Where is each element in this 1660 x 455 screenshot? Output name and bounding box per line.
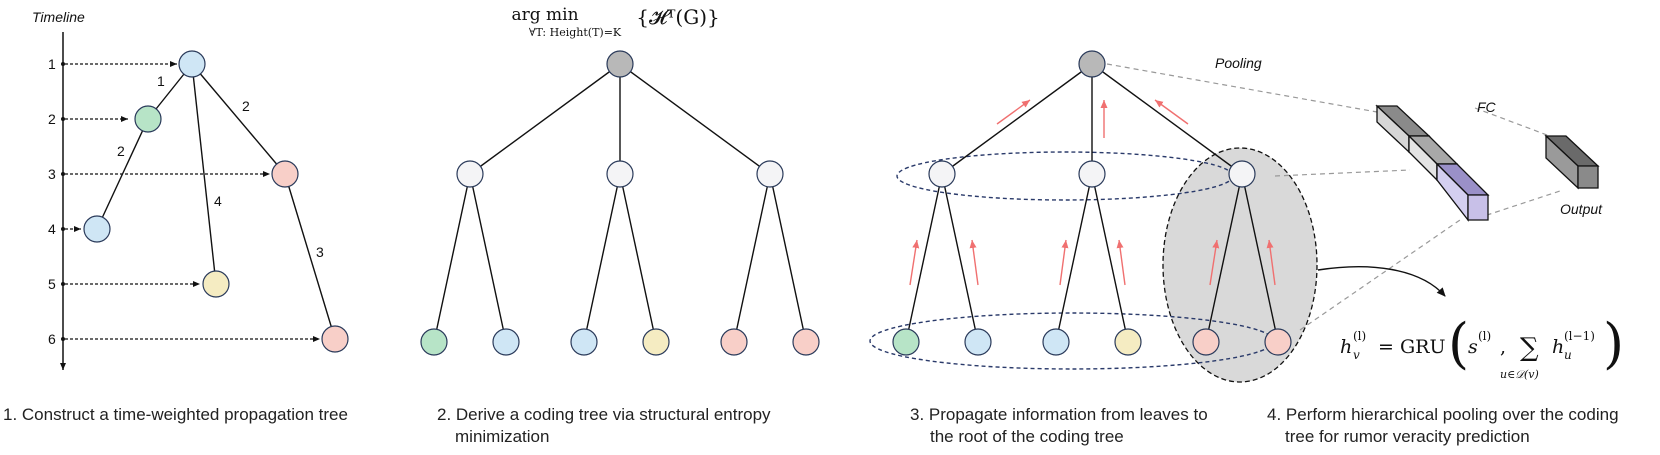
node-mid-3b <box>1078 160 1106 188</box>
node-mid-3c <box>1228 160 1256 188</box>
leaf-3-3 <box>1042 328 1070 356</box>
edge-weight-a: 1 <box>157 73 165 89</box>
node-mid-3a <box>928 160 956 188</box>
tick-label-4: 4 <box>48 221 56 237</box>
gru-h: h <box>1552 336 1564 358</box>
tick-label-1: 1 <box>48 56 56 72</box>
caption-step-2-line1: 2. Derive a coding tree via structural e… <box>437 405 771 424</box>
gru-sum-sub: u∈𝒟(v) <box>1500 368 1539 381</box>
leaf-3-5 <box>1192 328 1220 356</box>
node-mid-c <box>756 160 784 188</box>
tree3-nodes <box>892 50 1292 356</box>
propagation-arrows <box>909 99 1276 286</box>
node-t4 <box>83 215 111 243</box>
gru-s: s <box>1468 336 1478 358</box>
edge-weight-b: 2 <box>242 98 250 114</box>
tree1-nodes <box>83 50 349 353</box>
gru-eq: = GRU <box>1378 336 1445 358</box>
caption-step-4-line2: tree for rumor veracity prediction <box>1285 427 1530 446</box>
gru-comma: , <box>1500 336 1506 358</box>
gru-h-sup: (l−1) <box>1564 329 1595 343</box>
edge-weight-c: 2 <box>117 143 125 159</box>
gru-lhs-sub: v <box>1353 348 1360 362</box>
argmin-constraint: ∀T: Height(T)=K <box>529 26 622 39</box>
panel-propagation-tree: Timeline 1 2 3 4 5 6 <box>32 9 349 370</box>
tree3-edges <box>905 63 1279 343</box>
node-t6 <box>321 325 349 353</box>
tree2-nodes <box>420 50 820 356</box>
caption-step-3-line2: the root of the coding tree <box>930 427 1124 446</box>
captions: 1. Construct a time-weighted propagation… <box>3 405 1619 446</box>
gru-paren-right: ) <box>1603 312 1624 375</box>
node-mid-a <box>456 160 484 188</box>
tick-label-3: 3 <box>48 166 56 182</box>
gru-arrow <box>1317 266 1446 297</box>
edge-weight-d: 4 <box>214 193 222 209</box>
timeline-title: Timeline <box>32 9 85 25</box>
time-arrows <box>65 61 320 342</box>
tick-label-6: 6 <box>48 331 56 347</box>
leaf-5 <box>720 328 748 356</box>
caption-step-3-line1: 3. Propagate information from leaves to <box>910 405 1208 424</box>
leaf-3-1 <box>892 328 920 356</box>
leaf-3 <box>570 328 598 356</box>
leaf-3-4 <box>1114 328 1142 356</box>
argmin-objective: {𝓗ᵀ(G)} <box>636 5 719 29</box>
leaf-1 <box>420 328 448 356</box>
gru-formula: h (l) v = GRU ( s (l) , ∑ u∈𝒟(v) h (l−1)… <box>1340 312 1624 381</box>
leaf-6 <box>792 328 820 356</box>
caption-step-2-line2: minimization <box>455 427 549 446</box>
gru-lhs: h <box>1340 336 1352 358</box>
subtree-highlight <box>1162 147 1318 383</box>
node-t3 <box>271 160 299 188</box>
output-label: Output <box>1560 201 1603 217</box>
gru-lhs-sup: (l) <box>1353 329 1366 343</box>
pooling-label: Pooling <box>1215 55 1262 71</box>
tree2-edges <box>433 63 807 343</box>
gru-s-sup: (l) <box>1478 329 1491 343</box>
node-root-3 <box>1078 50 1106 78</box>
output-vector <box>1544 134 1600 190</box>
pooling-projection-lines <box>1106 63 1564 331</box>
leaf-2 <box>492 328 520 356</box>
timeline-ticks: 1 2 3 4 5 6 <box>48 56 65 347</box>
gru-paren-left: ( <box>1448 312 1469 375</box>
argmin-text: arg min <box>511 5 578 25</box>
tick-label-5: 5 <box>48 276 56 292</box>
node-t5 <box>202 270 230 298</box>
node-root <box>606 50 634 78</box>
gru-h-sub: u <box>1564 348 1572 362</box>
panel-coding-tree: arg min ∀T: Height(T)=K {𝓗ᵀ(G)} <box>420 5 820 356</box>
leaf-4 <box>642 328 670 356</box>
tree1-edges <box>96 63 336 340</box>
tick-label-2: 2 <box>48 111 56 127</box>
gru-sum: ∑ <box>1520 333 1539 363</box>
leaf-3-6 <box>1264 328 1292 356</box>
argmin-formula: arg min ∀T: Height(T)=K {𝓗ᵀ(G)} <box>511 5 719 39</box>
panel-propagation-pooling: Pooling FC Output h ( <box>869 50 1624 383</box>
pooled-vector <box>1375 104 1490 222</box>
caption-step-4-line1: 4. Perform hierarchical pooling over the… <box>1267 405 1619 424</box>
node-t2 <box>134 105 162 133</box>
node-t1 <box>178 50 206 78</box>
edge-weight-e: 3 <box>316 244 324 260</box>
fc-label: FC <box>1477 99 1497 115</box>
node-mid-b <box>606 160 634 188</box>
caption-step-1: 1. Construct a time-weighted propagation… <box>3 405 348 424</box>
leaf-3-2 <box>964 328 992 356</box>
